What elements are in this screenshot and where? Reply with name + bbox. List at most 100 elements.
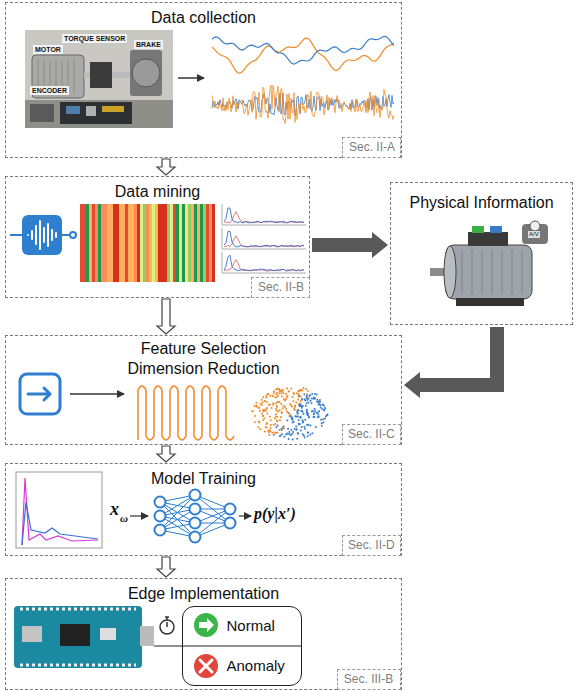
spectrogram-part — [191, 204, 194, 282]
spectrogram-part — [143, 204, 146, 282]
embedding-scatter-part — [279, 409, 281, 411]
embedding-scatter-part — [276, 420, 278, 422]
embedding-scatter-part — [269, 416, 271, 418]
input-symbol: x — [110, 499, 119, 519]
microcontroller-board — [14, 606, 182, 668]
microcontroller-board-part — [140, 626, 154, 646]
embedding-scatter-part — [292, 438, 294, 440]
embedding-scatter-part — [298, 390, 300, 392]
test-bench-photo-part — [130, 50, 162, 96]
embedding-scatter-part — [291, 405, 293, 407]
spectrogram-part — [137, 204, 140, 282]
embedding-scatter-part — [286, 395, 288, 397]
spectrogram-part — [173, 204, 176, 282]
embedding-scatter-part — [262, 409, 264, 411]
spectrogram-part — [92, 204, 95, 282]
embedding-scatter-part — [327, 414, 329, 416]
neural-network-part — [190, 490, 201, 501]
embedding-scatter-part — [320, 407, 322, 409]
neural-network-part — [225, 504, 236, 515]
embedding-scatter-part — [309, 394, 311, 396]
stage-title: Data collection — [6, 8, 401, 28]
embedding-scatter-part — [294, 405, 296, 407]
flow-arrow — [404, 327, 504, 398]
embedding-scatter-part — [274, 423, 276, 425]
embedding-scatter-part — [306, 409, 308, 411]
embedding-scatter-part — [276, 388, 278, 390]
embedding-scatter-part — [288, 412, 290, 414]
embedding-scatter-part — [306, 411, 308, 413]
anomaly-icon — [194, 654, 218, 678]
embedding-scatter-part — [259, 410, 261, 412]
embedding-scatter-part — [292, 396, 294, 398]
embedding-scatter-part — [306, 393, 308, 395]
flow-arrow — [178, 78, 204, 79]
stage-box: Edge ImplementationNormalAnomalySec. III… — [5, 578, 402, 690]
motor-illustration-part — [456, 298, 524, 306]
embedding-scatter-part — [321, 425, 323, 427]
embedding-scatter-part — [295, 401, 297, 403]
embedding-scatter-part — [268, 404, 270, 406]
embedding-scatter-part — [275, 393, 277, 395]
embedding-scatter-part — [273, 424, 275, 426]
test-bench-photo-part — [90, 62, 112, 88]
section-label: Sec. II-C — [343, 425, 400, 444]
embedding-scatter-part — [269, 395, 271, 397]
embedding-scatter-part — [311, 398, 313, 400]
anomaly-icon-part — [200, 660, 212, 672]
embedding-scatter-part — [301, 426, 303, 428]
waveform-icon-part — [22, 215, 62, 255]
embedding-scatter-part — [318, 416, 320, 418]
embedding-scatter-part — [308, 424, 310, 426]
embedding-scatter-part — [307, 432, 309, 434]
spectrogram-part — [125, 204, 128, 282]
embedding-scatter-part — [295, 426, 297, 428]
embedding-scatter-part — [305, 405, 307, 407]
embedding-scatter-part — [295, 429, 297, 431]
embedding-scatter-part — [263, 417, 265, 419]
embedding-scatter-part — [300, 400, 302, 402]
embedding-scatter-part — [288, 438, 290, 440]
embedding-scatter-part — [303, 413, 305, 415]
embedding-scatter-part — [278, 392, 280, 394]
embedding-scatter-part — [281, 395, 283, 397]
embedding-scatter-part — [254, 405, 256, 407]
embedding-scatter-part — [302, 405, 304, 407]
motor-illustration-part — [472, 226, 484, 233]
embedding-scatter-part — [318, 404, 320, 406]
microcontroller-board-part — [154, 646, 182, 647]
input-subscript: ω — [120, 512, 128, 525]
embedding-scatter-part — [284, 406, 286, 408]
arrow-shape — [312, 232, 388, 258]
flow-arrow — [157, 557, 175, 577]
embedding-scatter-part — [322, 418, 324, 420]
flow-arrow — [157, 446, 175, 462]
embedding-scatter-part — [297, 413, 299, 415]
embedding-scatter-part — [296, 410, 298, 412]
stage-title: Physical Information — [391, 193, 572, 213]
embedding-scatter-part — [293, 421, 295, 423]
embedding-scatter-part — [285, 408, 287, 410]
part-label: BRAKE — [134, 40, 163, 49]
embedding-scatter-part — [313, 416, 315, 418]
flow-arrow — [157, 299, 175, 334]
embedding-scatter-part — [259, 428, 261, 430]
embedding-scatter-part — [281, 429, 283, 431]
spectrogram-part — [149, 204, 152, 282]
embedding-scatter-part — [264, 431, 266, 433]
embedding-scatter-part — [272, 395, 274, 397]
embedding-scatter-part — [277, 401, 279, 403]
spectrogram-part — [170, 204, 173, 282]
embedding-scatter-part — [307, 390, 309, 392]
embedding-scatter-part — [324, 407, 326, 409]
embedding-scatter-part — [302, 411, 304, 413]
time-series-plot-part — [212, 36, 394, 64]
section-tag: Sec. II-B — [251, 277, 310, 298]
spectrogram-part — [155, 204, 158, 282]
embedding-scatter-part — [281, 433, 283, 435]
embedding-scatter-part — [273, 392, 275, 394]
waveform-icon-part — [28, 221, 56, 249]
embedding-scatter-part — [275, 426, 277, 428]
embedding-scatter-part — [282, 426, 284, 428]
embedding-scatter-part — [273, 434, 275, 436]
